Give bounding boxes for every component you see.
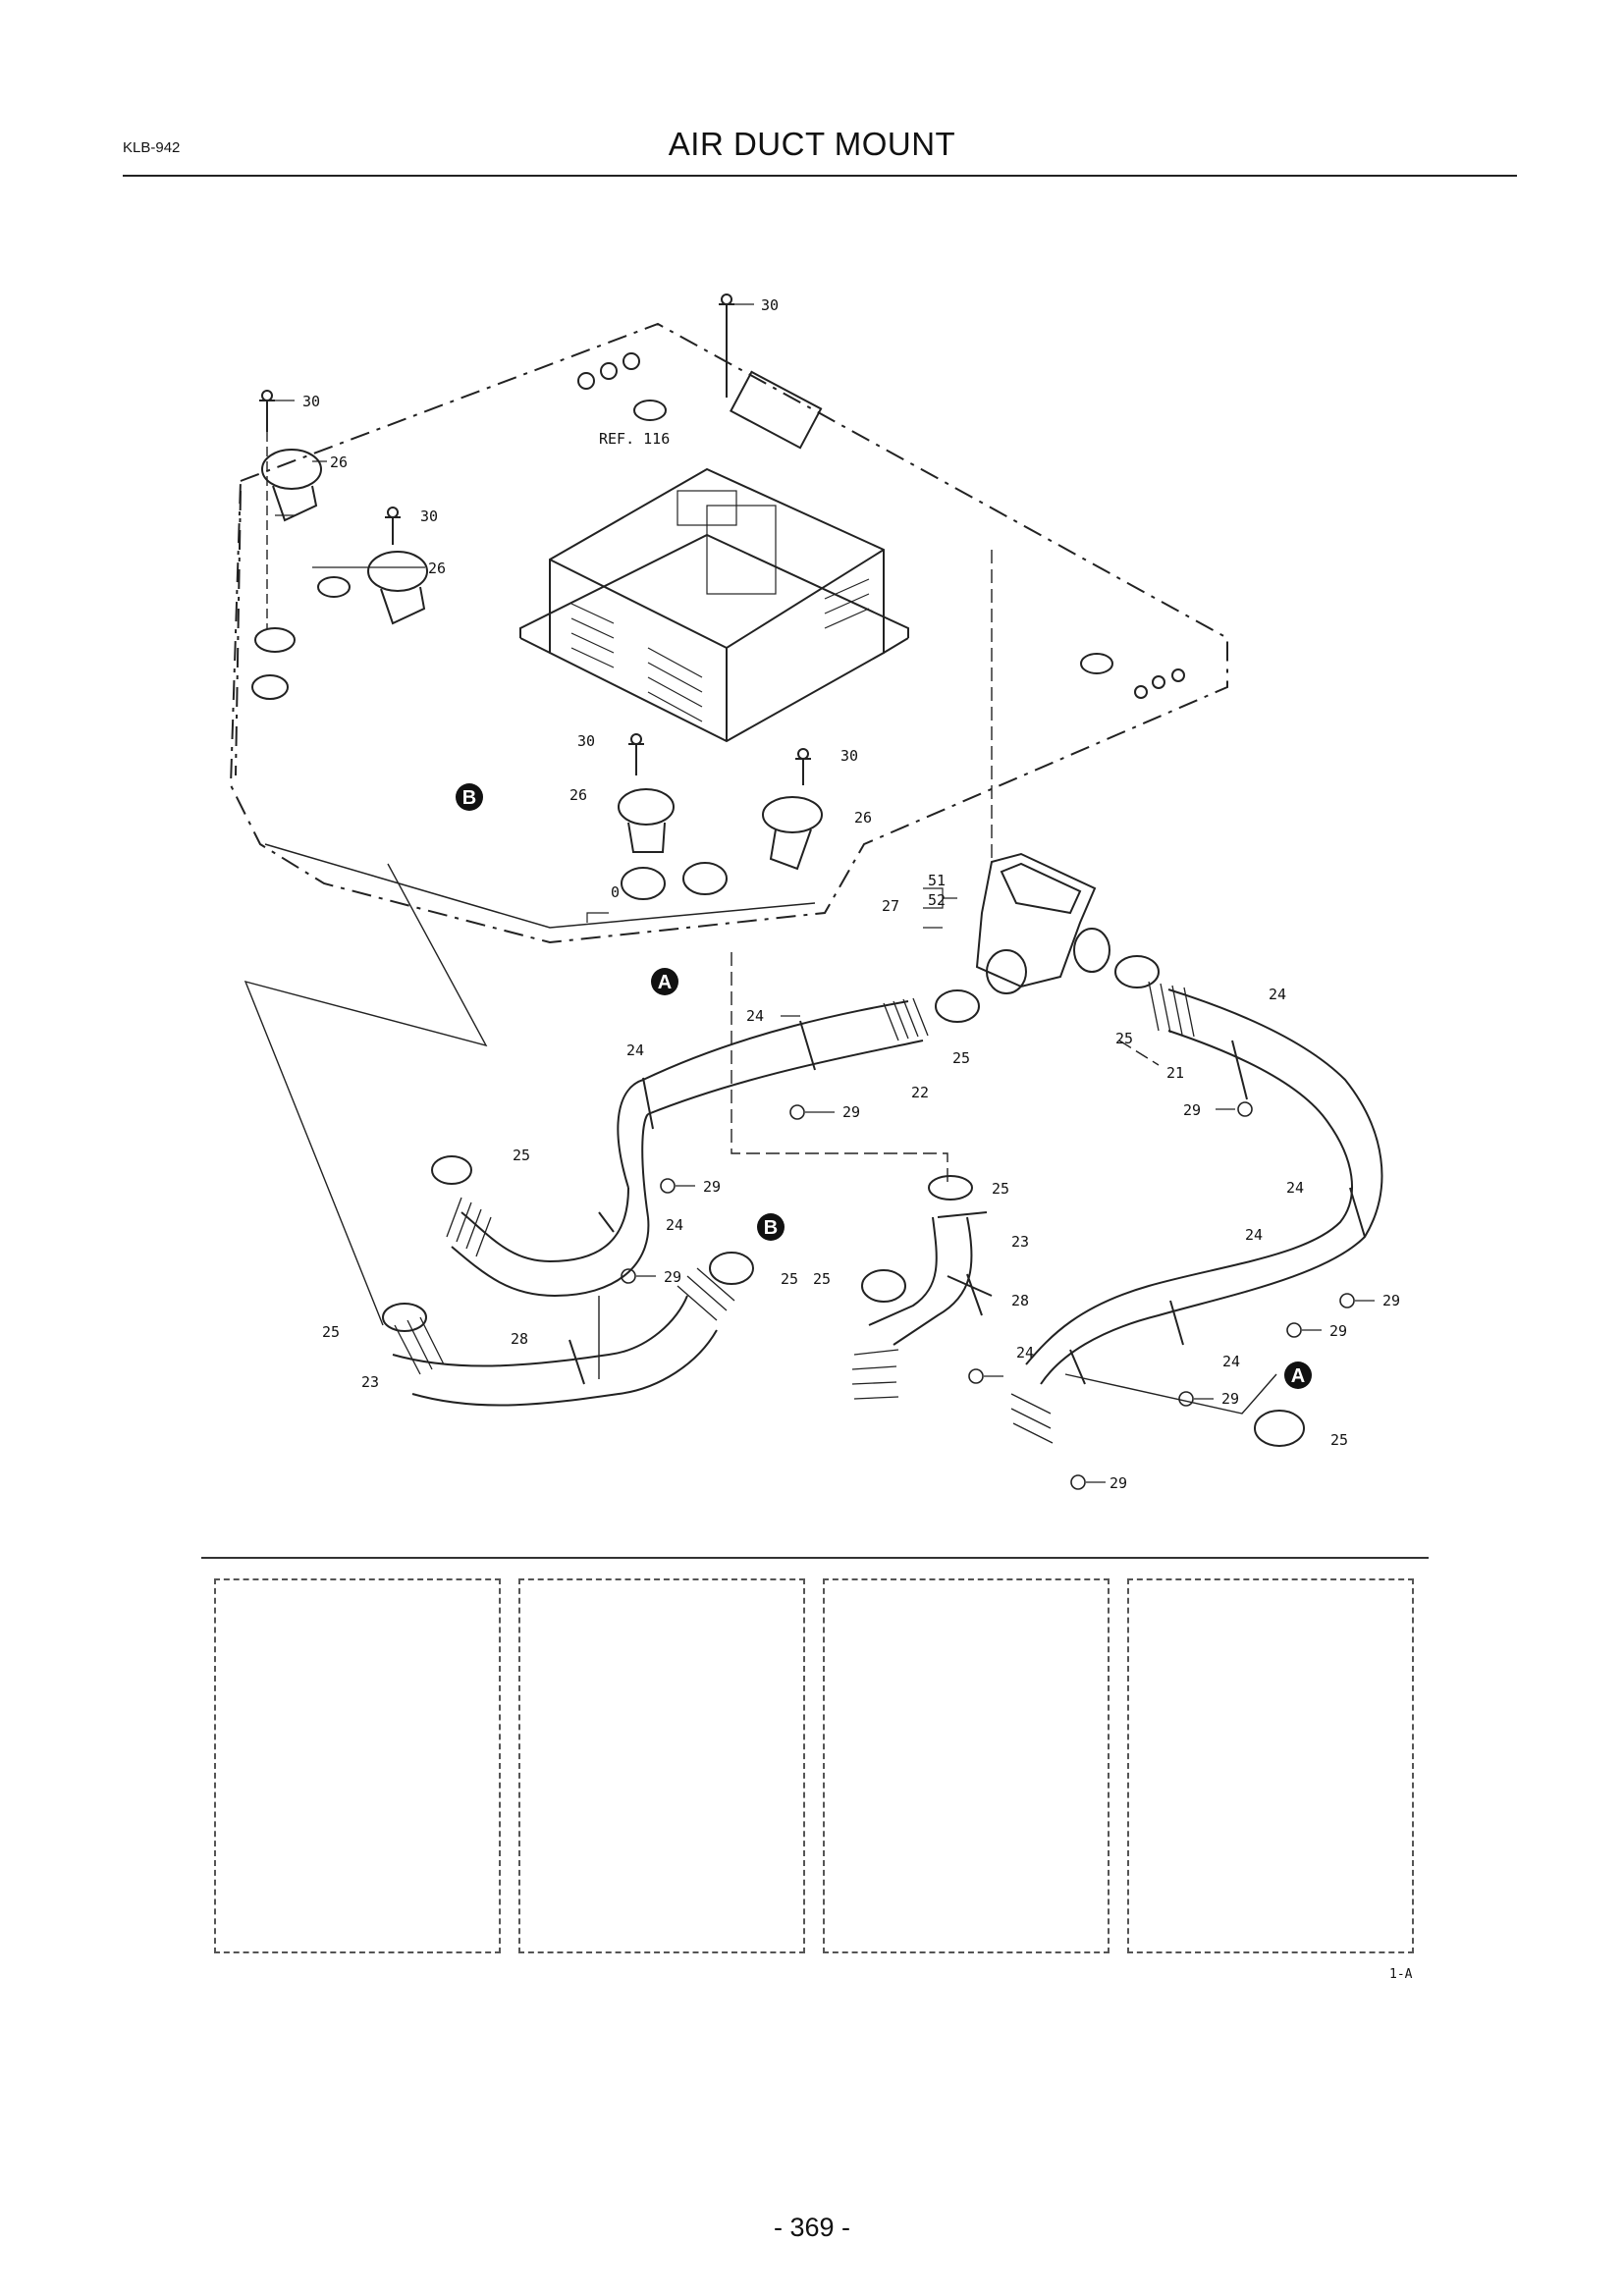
badge-a-lower: A [651, 968, 678, 995]
callout-28: 28 [1011, 1292, 1029, 1309]
callout-29: 29 [664, 1268, 681, 1286]
sheet-reference: 1-A [1389, 1967, 1413, 1982]
callout-29: 29 [1183, 1101, 1201, 1119]
badge-b-upper: B [456, 783, 483, 811]
callout-24: 24 [1016, 1344, 1034, 1362]
callout-24: 24 [746, 1007, 764, 1025]
page-number: - 369 - [773, 2213, 851, 2242]
callout-25: 25 [513, 1147, 530, 1164]
document-code: KLB-942 [123, 139, 181, 156]
callout-25: 25 [781, 1270, 798, 1288]
separator-rule [201, 1557, 1429, 1559]
callout-21: 21 [1166, 1064, 1184, 1082]
callout-30: 30 [840, 747, 858, 765]
callout-25: 25 [992, 1180, 1009, 1198]
callout-25: 25 [322, 1323, 340, 1341]
callout-28: 28 [511, 1330, 528, 1348]
callout-0: 0 [611, 883, 620, 901]
callout-25: 25 [813, 1270, 831, 1288]
callout-26: 26 [428, 560, 446, 577]
callout-30: 30 [420, 507, 438, 525]
callout-25: 25 [1330, 1431, 1348, 1449]
page-title: AIR DUCT MOUNT [668, 126, 956, 162]
callout-51: 51 [928, 872, 946, 889]
badge-a-upper: A [1284, 1362, 1312, 1389]
control-box [549, 467, 885, 743]
callout-24: 24 [626, 1041, 644, 1059]
parts-list-panel [518, 1578, 805, 1953]
hose-22 [642, 1000, 924, 1115]
callout-24: 24 [1245, 1226, 1263, 1244]
reference-label: REF. 116 [599, 430, 670, 448]
callout-26: 26 [569, 786, 587, 804]
callout-25: 25 [952, 1049, 970, 1067]
parts-list-panel [1127, 1578, 1414, 1953]
callout-24: 24 [666, 1216, 683, 1234]
svg-text:A: A [1291, 1365, 1305, 1387]
callout-30: 30 [302, 393, 320, 410]
callout-22: 22 [911, 1084, 929, 1101]
callout-23: 23 [1011, 1233, 1029, 1251]
callout-24: 24 [1222, 1353, 1240, 1370]
parts-list-panel [214, 1578, 501, 1953]
callout-29: 29 [842, 1103, 860, 1121]
callout-25: 25 [1115, 1030, 1133, 1047]
callout-29: 29 [1221, 1390, 1239, 1408]
callout-26: 26 [330, 454, 348, 471]
callout-30: 30 [761, 296, 779, 314]
callout-26: 26 [854, 809, 872, 827]
svg-text:B: B [462, 787, 476, 809]
callout-29: 29 [1329, 1322, 1347, 1340]
callout-29: 29 [1110, 1474, 1127, 1492]
callout-24: 24 [1286, 1179, 1304, 1197]
svg-text:B: B [764, 1217, 778, 1239]
callout-27: 27 [882, 897, 899, 915]
base-plate-outline [229, 322, 1228, 944]
badge-b-lower: B [757, 1213, 785, 1241]
callout-29: 29 [1382, 1292, 1400, 1309]
callout-24: 24 [1269, 986, 1286, 1003]
callout-52: 52 [928, 891, 946, 909]
air-duct-exploded-diagram: 30 26 30 26 30 REF. 116 30 26 30 26 0 51… [229, 294, 1400, 1492]
parts-list-panel [823, 1578, 1110, 1953]
callout-23: 23 [361, 1373, 379, 1391]
callout-29: 29 [703, 1178, 721, 1196]
chamber-unit [975, 852, 1097, 988]
svg-text:A: A [658, 972, 672, 993]
callout-30: 30 [577, 732, 595, 750]
title-rule [123, 175, 1517, 177]
